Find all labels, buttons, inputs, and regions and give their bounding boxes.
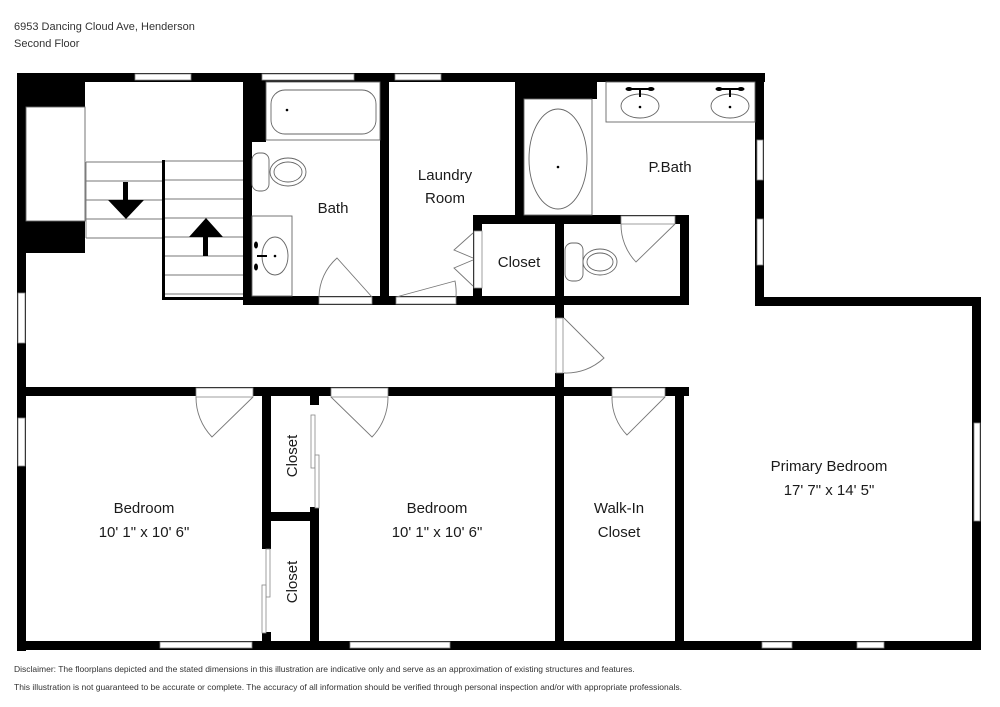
sink-icon (620, 87, 660, 119)
disclaimer-line-2: This illustration is not guaranteed to b… (14, 682, 682, 692)
pbath-door[interactable] (555, 317, 605, 374)
sink-icon (251, 215, 293, 297)
room-label-bedroom2: Bedroom (407, 500, 468, 517)
room-dims-bedroom2: 10' 1" x 10' 6" (392, 524, 483, 541)
bedroom1-door[interactable] (195, 387, 254, 438)
room-label-walkin-1: Walk-In (594, 500, 644, 517)
staircase (25, 106, 244, 300)
arrow-down-icon (108, 182, 144, 219)
closet-bifold-door[interactable] (453, 230, 483, 289)
room-label-laundry-1: Laundry (418, 167, 473, 184)
sink-icon (710, 87, 750, 119)
room-label-pbath: P.Bath (648, 159, 691, 176)
arrow-up-icon (189, 218, 223, 256)
toilet-icon (251, 152, 307, 192)
laundry-door[interactable] (395, 280, 457, 305)
laundry-fixtures (395, 230, 483, 305)
bedroom-doors (195, 387, 666, 634)
room-label-closet-hall: Closet (498, 254, 541, 271)
disclaimer-line-1: Disclaimer: The floorplans depicted and … (14, 664, 635, 674)
room-label-walkin-2: Closet (598, 524, 641, 541)
bath-door[interactable] (318, 257, 373, 305)
walls (17, 73, 981, 651)
walkin-door[interactable] (611, 387, 666, 436)
room-label-closet-upper: Closet (284, 434, 301, 477)
room-label-laundry-2: Room (425, 190, 465, 207)
room-label-closet-lower: Closet (284, 560, 301, 603)
windows (17, 73, 981, 649)
bedroom2-door[interactable] (330, 387, 389, 438)
room-label-bedroom1: Bedroom (114, 500, 175, 517)
room-label-primary: Primary Bedroom (771, 458, 888, 475)
address-text: 6953 Dancing Cloud Ave, Henderson (14, 21, 195, 33)
room-dims-bedroom1: 10' 1" x 10' 6" (99, 524, 190, 541)
toilet-icon (564, 242, 618, 282)
floor-label: Second Floor (14, 38, 80, 50)
bath-fixtures (251, 81, 381, 305)
room-dims-primary: 17' 7" x 14' 5" (784, 482, 875, 499)
pbath-fixtures (523, 81, 756, 374)
wc-door[interactable] (620, 215, 676, 263)
room-label-bath: Bath (318, 200, 349, 217)
closet-lower-door[interactable] (261, 548, 271, 634)
closet-upper-door[interactable] (310, 414, 320, 509)
